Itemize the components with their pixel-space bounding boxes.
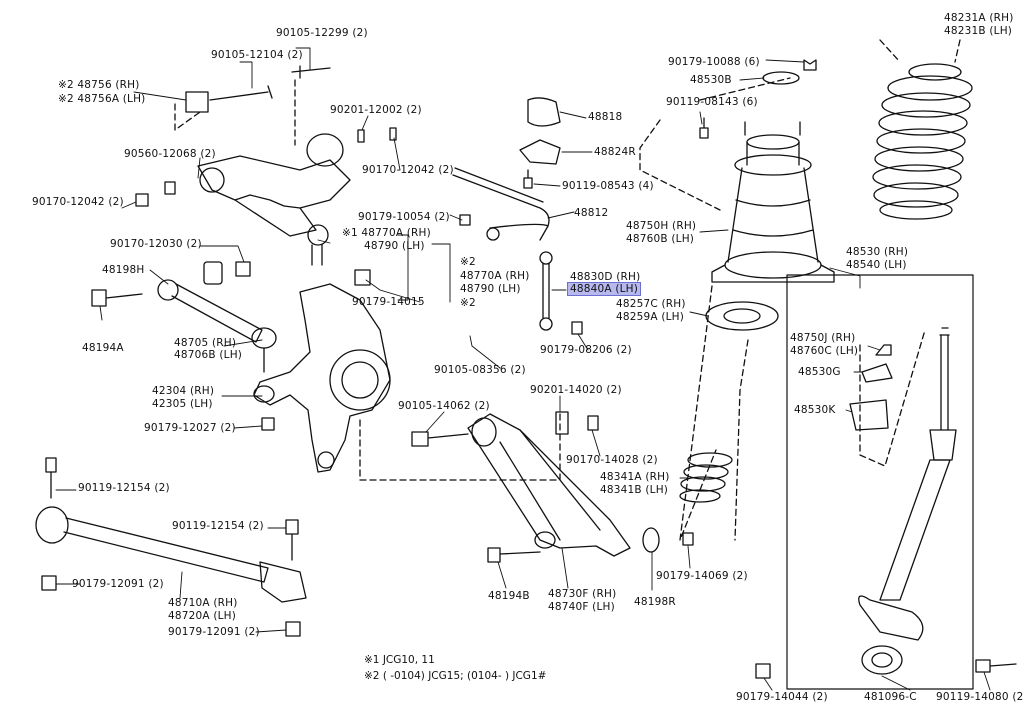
label-48540: 48540 (LH)	[846, 259, 907, 271]
label-note2-b: ※2	[460, 297, 476, 309]
footnote-1: ※1 JCG10, 11	[364, 654, 435, 666]
label-48198r: 48198R	[634, 596, 676, 608]
label-90105-08356: 90105-08356 (2)	[434, 364, 526, 376]
stabilizer-link-icon	[539, 251, 553, 331]
label-48530: 48530 (RH)	[846, 246, 909, 258]
stabilizer-bracket-icon	[519, 139, 561, 165]
lower-arm-48730f-icon	[467, 413, 631, 557]
upper-arm-icon	[197, 133, 351, 266]
toe-link-48705-icon	[157, 279, 277, 373]
label-90105-12104: 90105-12104 (2)	[211, 49, 303, 61]
label-48750h: 48750H (RH)	[626, 220, 697, 232]
label-48770a-rh-2: 48770A (RH)	[460, 270, 530, 282]
leader-lines	[55, 47, 991, 691]
label-90179-14069: 90179-14069 (2)	[656, 570, 748, 582]
label-90201-12002: 90201-12002 (2)	[330, 104, 422, 116]
shock-upper-support-icon	[711, 121, 835, 283]
label-48231a: 48231A (RH)	[944, 12, 1014, 24]
label-90179-14015: 90179-14015	[352, 296, 425, 308]
label-48824r: 48824R	[594, 146, 636, 158]
label-48760c: 48760C (LH)	[790, 345, 859, 357]
label-48756: ※2 48756 (RH)	[58, 79, 140, 91]
label-48259a: 48259A (LH)	[616, 311, 685, 323]
label-48705: 48705 (RH)	[174, 337, 237, 349]
stabilizer-bushing-icon	[527, 97, 561, 127]
label-90179-08206: 90179-08206 (2)	[540, 344, 632, 356]
label-481096-c: 481096-C	[864, 691, 917, 703]
label-90119-12154-left: 90119-12154 (2)	[78, 482, 170, 494]
spring-seat-48257c-icon	[705, 301, 779, 331]
label-48756a: ※2 48756A (LH)	[58, 93, 146, 105]
label-90179-12091-bottom: 90179-12091 (2)	[168, 626, 260, 638]
label-90105-12299: 90105-12299 (2)	[276, 27, 368, 39]
label-90170-12042-left: 90170-12042 (2)	[32, 196, 124, 208]
bushing-48198h-icon	[203, 261, 223, 285]
label-48760b: 48760B (LH)	[626, 233, 695, 245]
label-48194a: 48194A	[82, 342, 124, 354]
lower-link-48710a-icon	[35, 506, 307, 603]
label-48840a-highlighted[interactable]: 48840A (LH)	[567, 282, 642, 296]
label-48341b: 48341B (LH)	[600, 484, 669, 496]
coil-spring-icon	[872, 63, 973, 220]
label-48830d: 48830D (RH)	[570, 271, 641, 283]
label-48530g: 48530G	[798, 366, 841, 378]
label-48198h: 48198H	[102, 264, 145, 276]
label-48750j: 48750J (RH)	[790, 332, 856, 344]
label-90179-12091-left: 90179-12091 (2)	[72, 578, 164, 590]
label-90179-10054: 90179-10054 (2)	[358, 211, 450, 223]
label-48706b: 48706B (LH)	[174, 349, 243, 361]
label-note2-a: ※2	[460, 256, 476, 268]
stabilizer-bar-icon	[452, 167, 550, 241]
label-48231b: 48231B (LH)	[944, 25, 1013, 37]
label-48530b: 48530B	[690, 74, 732, 86]
bushing-48756-icon	[185, 91, 209, 113]
label-48530k: 48530K	[794, 404, 836, 416]
label-48812: 48812	[574, 207, 609, 219]
rear-axle-carrier-icon	[253, 283, 391, 473]
nut-48750j-icon	[875, 344, 892, 356]
label-90119-08543: 90119-08543 (4)	[562, 180, 654, 192]
label-90119-12154-right: 90119-12154 (2)	[172, 520, 264, 532]
label-90179-10088: 90179-10088 (6)	[668, 56, 760, 68]
label-90105-14062: 90105-14062 (2)	[398, 400, 490, 412]
label-48770a-rh: ※1 48770A (RH)	[342, 227, 431, 239]
label-90170-12042-upper: 90170-12042 (2)	[362, 164, 454, 176]
label-90170-14028: 90170-14028 (2)	[566, 454, 658, 466]
label-90179-12027: 90179-12027 (2)	[144, 422, 236, 434]
label-48720a: 48720A (LH)	[168, 610, 237, 622]
label-48710a: 48710A (RH)	[168, 597, 238, 609]
label-90179-14044: 90179-14044 (2)	[736, 691, 828, 703]
washer-48530b-icon	[762, 71, 800, 85]
label-90119-08143: 90119-08143 (6)	[666, 96, 758, 108]
label-48790-lh-2: 48790 (LH)	[460, 283, 521, 295]
label-48194b: 48194B	[488, 590, 530, 602]
bushing-48530g-icon	[861, 363, 893, 383]
label-48790-lh: 48790 (LH)	[364, 240, 425, 252]
label-48257c: 48257C (RH)	[616, 298, 686, 310]
label-48740f: 48740F (LH)	[548, 601, 615, 613]
shock-absorber-icon	[858, 327, 957, 675]
label-90560-12068: 90560-12068 (2)	[124, 148, 216, 160]
footnote-2: ※2 ( -0104) JCG15; (0104- ) JCG1#	[364, 670, 547, 682]
label-42305: 42305 (LH)	[152, 398, 213, 410]
label-90119-14080: 90119-14080 (2)	[936, 691, 1024, 703]
bumper-48530k-icon	[849, 399, 889, 431]
label-48818: 48818	[588, 111, 623, 123]
label-42304: 42304 (RH)	[152, 385, 215, 397]
label-48341a: 48341A (RH)	[600, 471, 670, 483]
label-90201-14020: 90201-14020 (2)	[530, 384, 622, 396]
label-90170-12030: 90170-12030 (2)	[110, 238, 202, 250]
bushing-48198r-icon	[642, 527, 660, 553]
label-48730f: 48730F (RH)	[548, 588, 617, 600]
